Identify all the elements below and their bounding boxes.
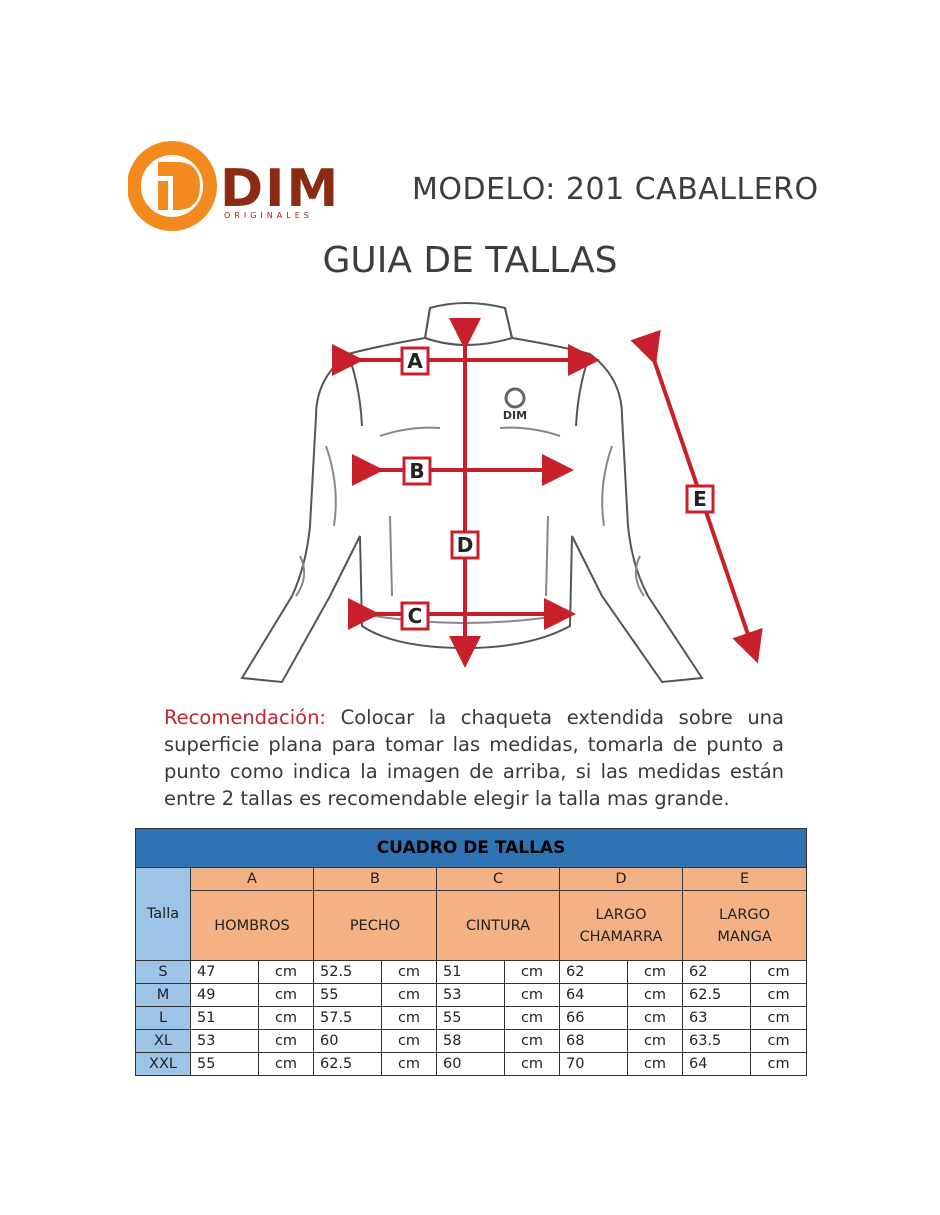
chest-logo-text: DIM [503, 409, 527, 422]
measurement-unit: cm [504, 1052, 560, 1076]
measurement-unit: cm [258, 1052, 314, 1076]
measurement-unit: cm [749, 960, 808, 984]
measurement-value: 53 [190, 1029, 259, 1053]
size-label: XXL [135, 1052, 191, 1076]
measurement-unit: cm [258, 960, 314, 984]
measurement-unit: cm [627, 983, 683, 1007]
model-title: MODELO: 201 CABALLERO [412, 172, 819, 207]
marker-b: B [409, 459, 424, 483]
measurement-value: 60 [313, 1029, 382, 1053]
measurement-value: 49 [190, 983, 259, 1007]
col-name-largo-manga: LARGO MANGA [681, 890, 808, 961]
measurement-unit: cm [504, 1006, 560, 1030]
measurement-value: 53 [436, 983, 505, 1007]
measurement-value: 62 [682, 960, 751, 984]
measurement-value: 70 [559, 1052, 628, 1076]
measurement-value: 62.5 [682, 983, 751, 1007]
measurement-unit: cm [627, 960, 683, 984]
measurement-value: 55 [436, 1006, 505, 1030]
measurement-unit: cm [258, 1029, 314, 1053]
measurement-unit: cm [627, 1052, 683, 1076]
jacket-measurement-diagram: DIM A B C D E [240, 302, 763, 684]
measurement-unit: cm [749, 1029, 808, 1053]
col-name-pecho: PECHO [313, 890, 437, 961]
measurement-unit: cm [381, 960, 437, 984]
col-name-cintura: CINTURA [436, 890, 560, 961]
measurement-unit: cm [749, 1052, 808, 1076]
measurement-unit: cm [258, 1006, 314, 1030]
size-label: S [135, 960, 191, 984]
measurement-unit: cm [749, 1006, 808, 1030]
col-letter-e: E [681, 867, 808, 891]
size-label: XL [135, 1029, 191, 1053]
measurement-value: 63.5 [682, 1029, 751, 1053]
measurement-value: 51 [190, 1006, 259, 1030]
col-letter-c: C [436, 867, 560, 891]
recommendation-paragraph: Recomendación: Colocar la chaqueta exten… [164, 704, 784, 812]
measurement-value: 52.5 [313, 960, 382, 984]
marker-a: A [407, 349, 423, 373]
marker-e: E [693, 487, 707, 511]
size-label: L [135, 1006, 191, 1030]
measurement-unit: cm [504, 1029, 560, 1053]
marker-d: D [457, 533, 474, 557]
measurement-value: 58 [436, 1029, 505, 1053]
size-label: M [135, 983, 191, 1007]
size-chart-table: CUADRO DE TALLAS Talla A B C D E HOMBROS… [134, 828, 808, 1076]
talla-header: Talla [135, 867, 191, 961]
recommendation-text: Colocar la chaqueta extendida sobre una … [164, 706, 784, 810]
measurement-value: 62.5 [313, 1052, 382, 1076]
col-letter-b: B [313, 867, 437, 891]
logo-tagline: ORIGINALES [224, 211, 313, 220]
measurement-value: 68 [559, 1029, 628, 1053]
measurement-unit: cm [381, 1052, 437, 1076]
measurement-unit: cm [504, 960, 560, 984]
measurement-value: 51 [436, 960, 505, 984]
logo-wordmark: DIM [220, 159, 340, 219]
measurement-unit: cm [258, 983, 314, 1007]
measurement-value: 66 [559, 1006, 628, 1030]
measurement-value: 60 [436, 1052, 505, 1076]
measurement-value: 64 [559, 983, 628, 1007]
measurement-unit: cm [381, 1029, 437, 1053]
col-letter-d: D [559, 867, 683, 891]
col-letter-a: A [190, 867, 314, 891]
marker-c: C [408, 604, 423, 628]
measurement-unit: cm [381, 983, 437, 1007]
measurement-unit: cm [504, 983, 560, 1007]
measurement-unit: cm [627, 1029, 683, 1053]
measurement-value: 57.5 [313, 1006, 382, 1030]
measurement-unit: cm [749, 983, 808, 1007]
size-guide-title: GUIA DE TALLAS [322, 240, 618, 281]
measurement-value: 62 [559, 960, 628, 984]
measurement-value: 55 [313, 983, 382, 1007]
chest-logo: DIM [492, 384, 538, 424]
dim-originales-logo: DIM ORIGINALES [128, 141, 340, 231]
size-chart-title: CUADRO DE TALLAS [134, 828, 808, 868]
measurement-value: 63 [682, 1006, 751, 1030]
recommendation-label: Recomendación: [164, 706, 326, 729]
col-name-largo-chamarra: LARGO CHAMARRA [559, 890, 683, 961]
measurement-unit: cm [381, 1006, 437, 1030]
measurement-unit: cm [627, 1006, 683, 1030]
measurement-value: 47 [190, 960, 259, 984]
measurement-value: 55 [190, 1052, 259, 1076]
col-name-hombros: HOMBROS [190, 890, 314, 961]
measurement-value: 64 [682, 1052, 751, 1076]
